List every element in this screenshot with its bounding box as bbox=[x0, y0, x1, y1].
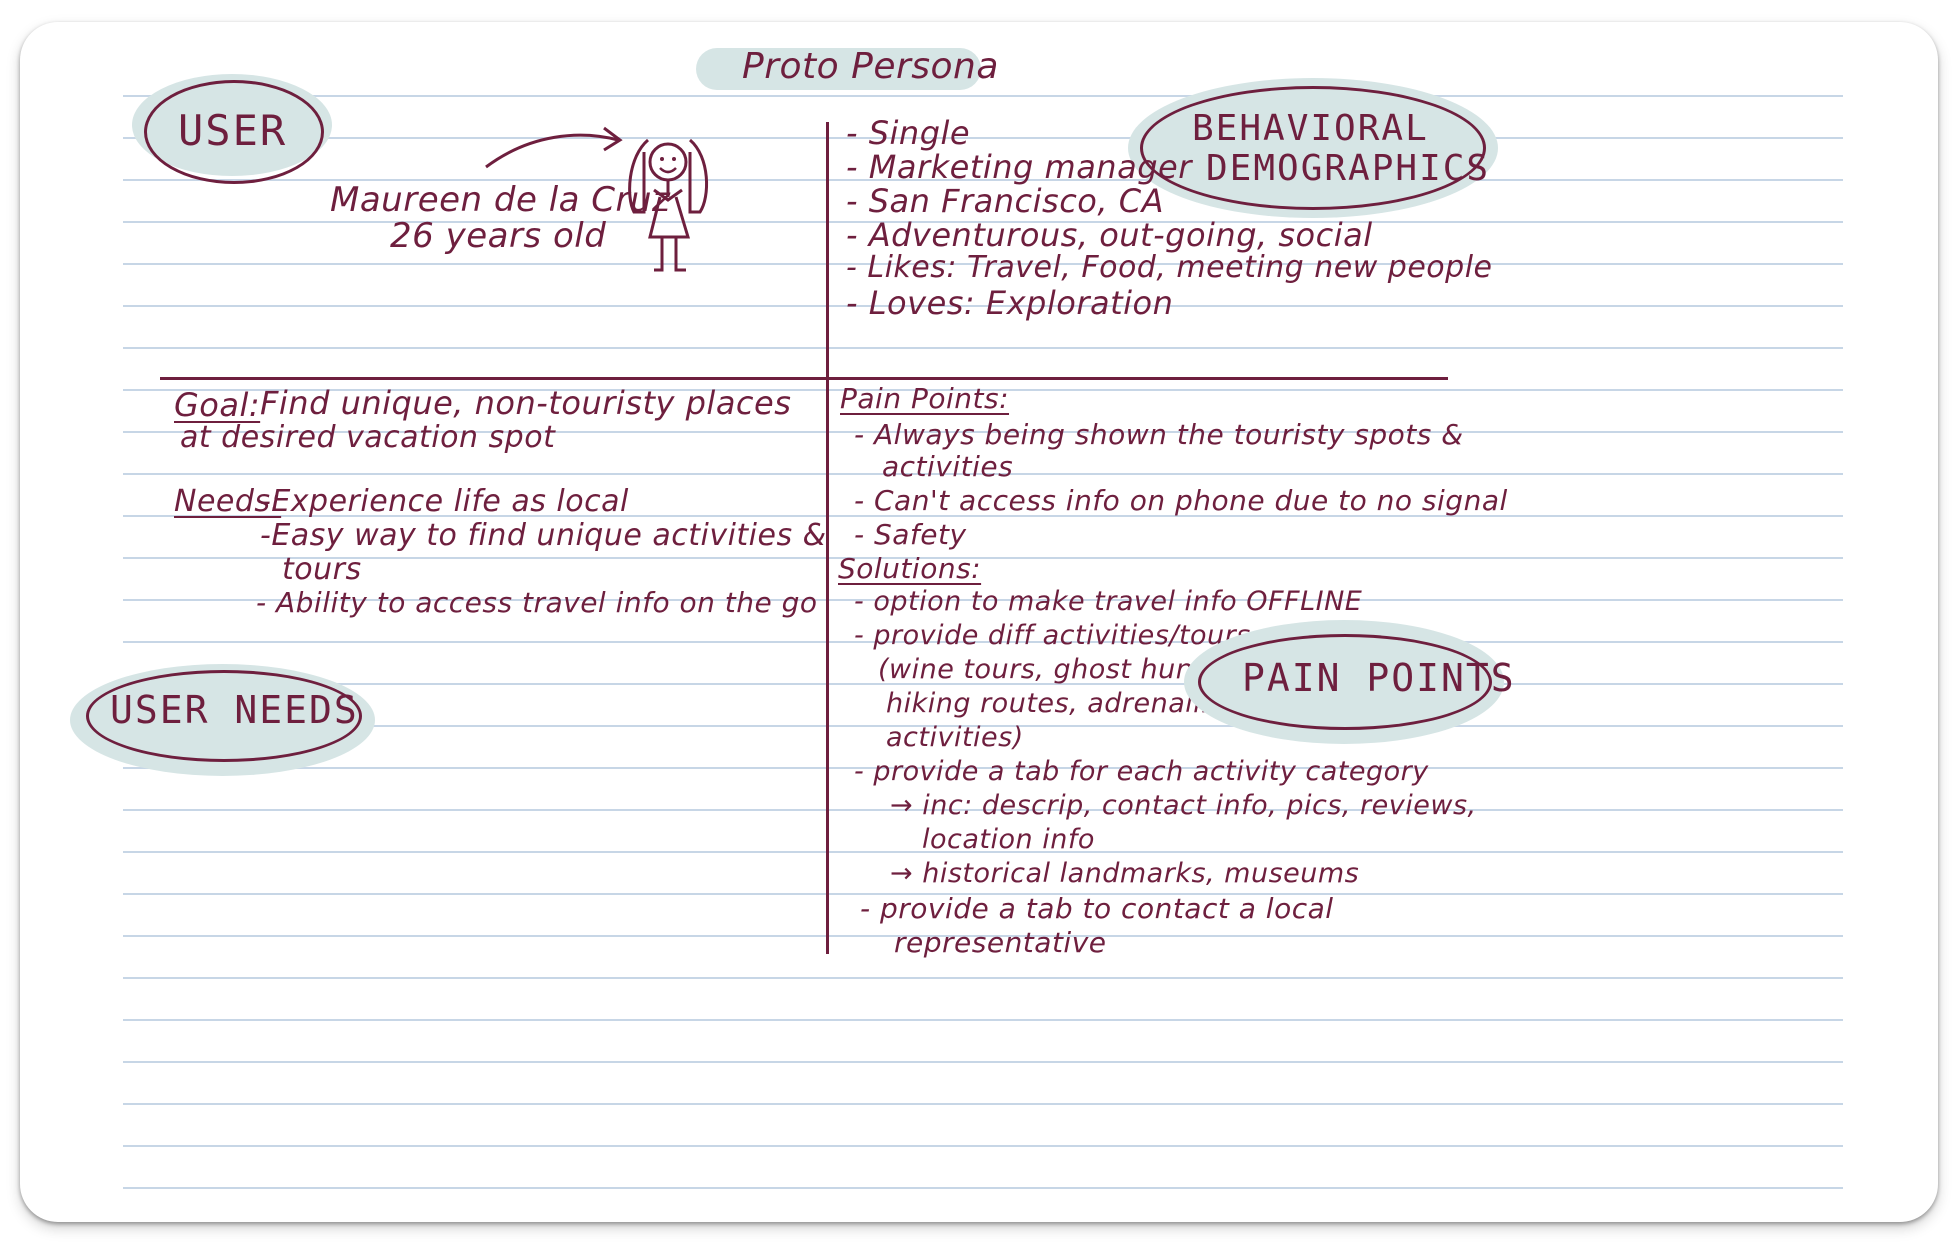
demographic-item: - San Francisco, CA bbox=[846, 182, 1164, 220]
user-needs-tag: USER NEEDS bbox=[110, 688, 359, 732]
needs-item: tours bbox=[282, 552, 362, 587]
notebook-card: Proto Persona USER Maureen de la Cruz 26… bbox=[20, 22, 1938, 1222]
needs-item: -Experience life as local bbox=[260, 484, 629, 519]
solution-item: location info bbox=[922, 824, 1095, 855]
user-needs-tag-oval bbox=[86, 670, 362, 762]
pain-point-item: - Safety bbox=[854, 518, 967, 551]
demographic-item: - Likes: Travel, Food, meeting new peopl… bbox=[846, 250, 1493, 285]
behavioral-tag-line2: DEMOGRAPHICS bbox=[1206, 148, 1491, 189]
solution-item: → inc: descrip, contact info, pics, revi… bbox=[890, 790, 1477, 821]
vertical-divider bbox=[826, 122, 829, 954]
pain-point-item: - Can't access info on phone due to no s… bbox=[854, 484, 1508, 517]
pain-points-tag-oval bbox=[1198, 634, 1492, 730]
stick-figure-icon bbox=[628, 138, 709, 272]
needs-item: -Easy way to find unique activities & bbox=[260, 518, 827, 553]
ruled-lines bbox=[123, 55, 1843, 1205]
goal-line2: at desired vacation spot bbox=[180, 420, 556, 455]
user-name: Maureen de la Cruz bbox=[330, 180, 671, 220]
solution-item: - provide a tab to contact a local bbox=[860, 892, 1334, 925]
pain-point-item: activities bbox=[882, 450, 1014, 483]
horizontal-divider bbox=[160, 377, 1448, 380]
behavioral-tag-line1: BEHAVIORAL bbox=[1192, 108, 1429, 149]
demographic-item: - Single bbox=[846, 114, 971, 152]
solutions-label: Solutions: bbox=[838, 552, 982, 585]
arrow-icon bbox=[485, 126, 623, 169]
solution-item: → historical landmarks, museums bbox=[890, 858, 1360, 889]
pain-point-item: - Always being shown the touristy spots … bbox=[854, 418, 1464, 451]
goal-line1: Find unique, non-touristy places bbox=[260, 384, 792, 422]
solution-item: - provide a tab for each activity catego… bbox=[854, 756, 1429, 787]
solution-item: activities) bbox=[886, 722, 1024, 753]
demographic-item: - Adventurous, out-going, social bbox=[846, 216, 1373, 254]
solution-item: - provide diff activities/tours bbox=[854, 620, 1251, 651]
needs-item: - Ability to access travel info on the g… bbox=[256, 586, 818, 619]
solution-item: representative bbox=[894, 926, 1107, 959]
behavioral-tag-oval bbox=[1140, 86, 1486, 210]
pain-points-tag: PAIN POINTS bbox=[1242, 656, 1516, 700]
solution-item: - option to make travel info OFFLINE bbox=[854, 586, 1363, 617]
demographic-item: - Loves: Exploration bbox=[846, 284, 1174, 322]
user-tag-oval bbox=[144, 80, 324, 184]
page-title: Proto Persona bbox=[742, 46, 999, 87]
demographic-item: - Marketing manager bbox=[846, 148, 1192, 186]
user-tag: USER bbox=[178, 106, 288, 155]
needs-label: Needs: bbox=[174, 484, 282, 519]
pain-points-label: Pain Points: bbox=[840, 382, 1010, 415]
user-age: 26 years old bbox=[390, 216, 607, 256]
title-highlight bbox=[696, 48, 981, 90]
solution-item: hiking routes, adrenaline bbox=[886, 688, 1237, 719]
goal-label: Goal: bbox=[174, 386, 261, 424]
